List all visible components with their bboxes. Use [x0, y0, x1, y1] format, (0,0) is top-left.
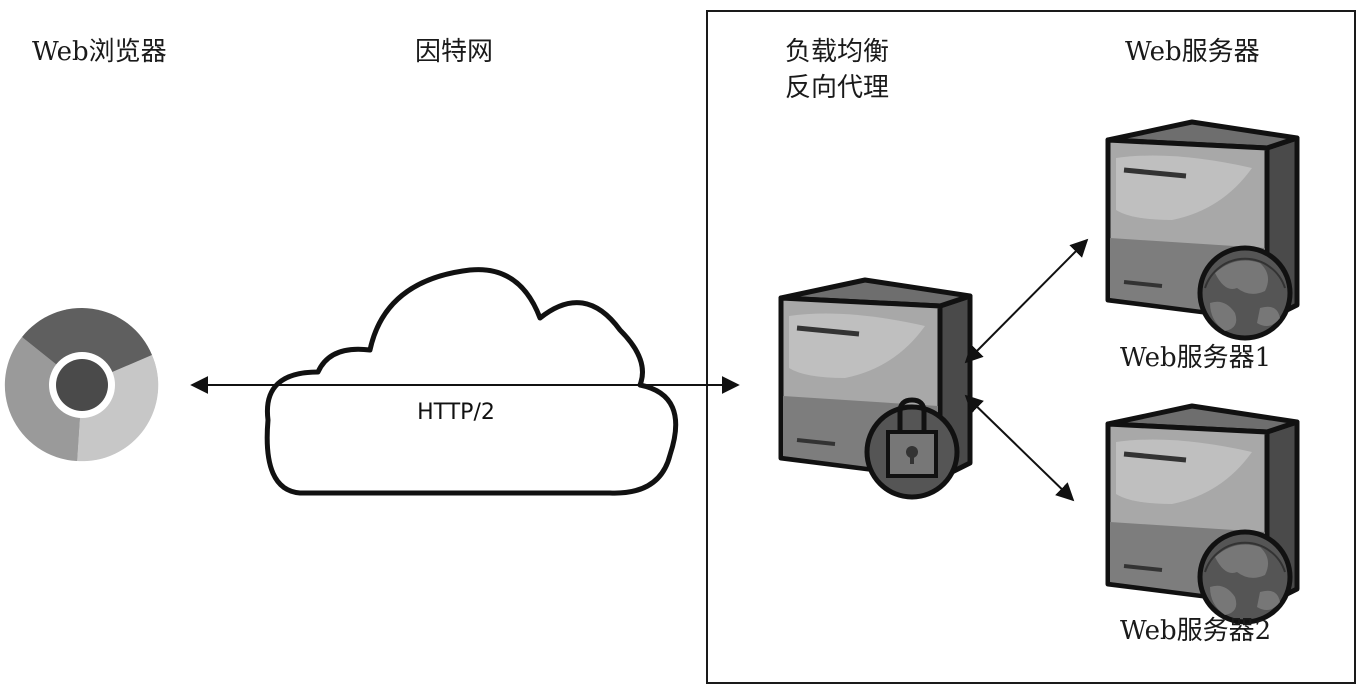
load-balancer-label-line1: 负载均衡 — [785, 37, 890, 67]
server-cluster-boundary — [706, 10, 1356, 684]
reverse-proxy-label-line2: 反向代理 — [785, 73, 890, 103]
protocol-label: HTTP/2 — [417, 400, 495, 425]
server-with-globe-icon — [1108, 122, 1297, 338]
cloud-icon — [264, 267, 679, 496]
browser-label: Web浏览器 — [32, 37, 167, 67]
internet-label: 因特网 — [415, 37, 494, 67]
chrome-browser-icon — [4, 307, 159, 462]
server2-label: Web服务器2 — [1120, 616, 1272, 646]
proxy-server2-arrow — [964, 394, 1075, 502]
server-with-lock-icon — [781, 280, 970, 500]
web-servers-label: Web服务器 — [1125, 37, 1260, 67]
server1-label: Web服务器1 — [1120, 343, 1272, 373]
server-with-globe-icon — [1108, 406, 1297, 622]
proxy-server1-arrow — [964, 238, 1089, 364]
